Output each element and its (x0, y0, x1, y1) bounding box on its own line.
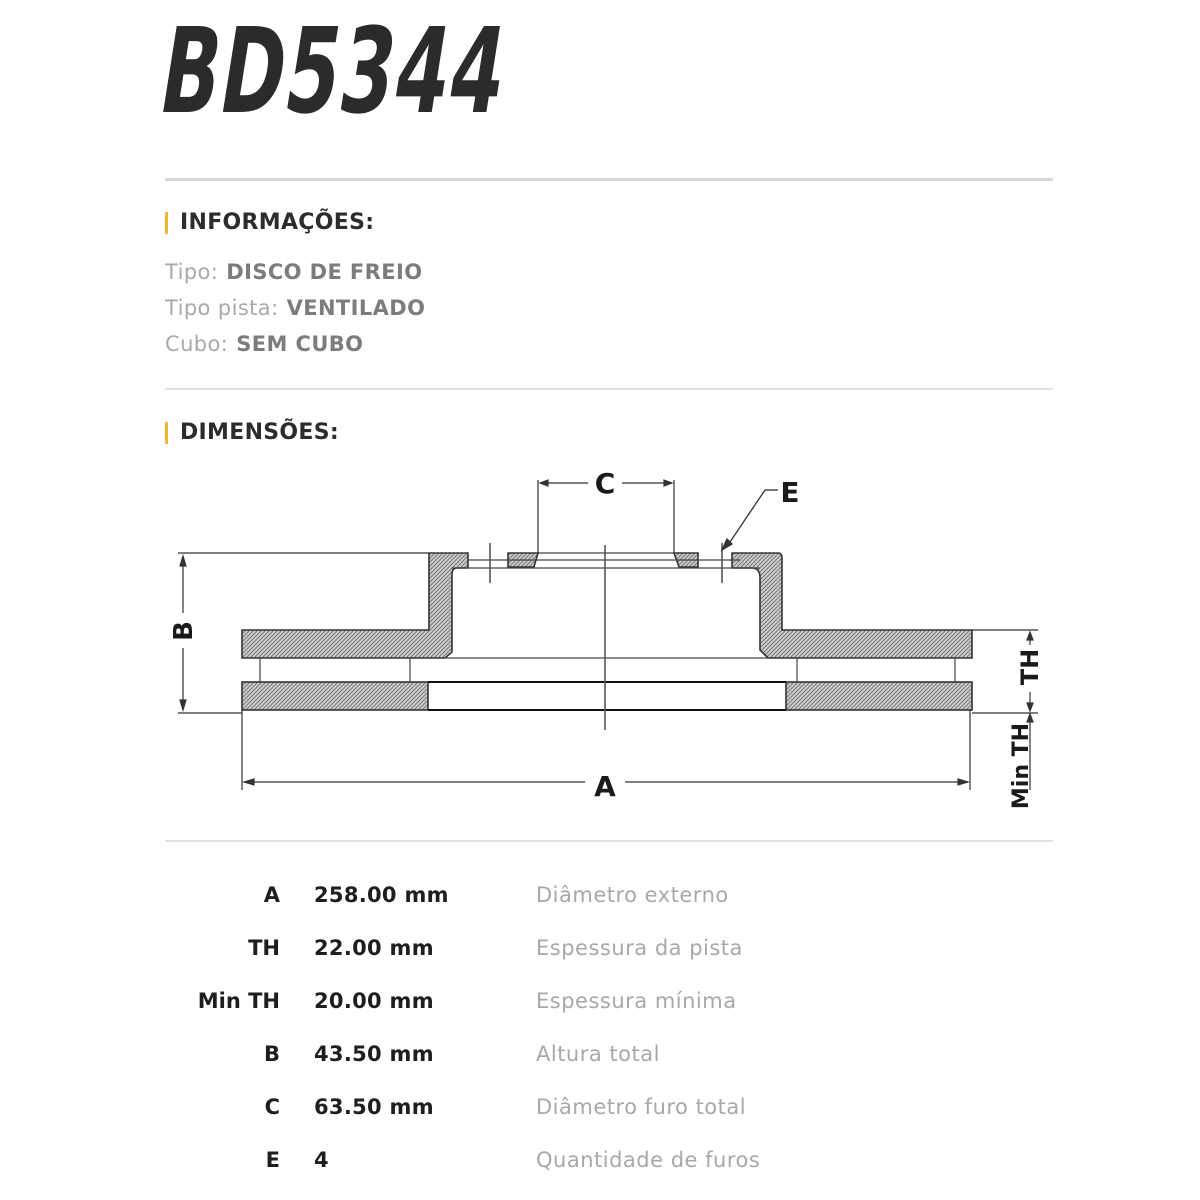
dimension-value: 63.50 mm (314, 1095, 434, 1119)
section-heading-dimensoes: DIMENSÕES: (165, 420, 339, 445)
divider-top (165, 178, 1053, 181)
label-a: A (594, 770, 616, 803)
info-row-tipo: Tipo: DISCO DE FREIO (165, 260, 422, 284)
dimension-value: 20.00 mm (314, 989, 434, 1013)
info-label: Tipo: (165, 260, 219, 284)
dimension-description: Espessura mínima (536, 989, 737, 1013)
dimension-key: A (263, 883, 280, 907)
info-label: Tipo pista: (165, 296, 279, 320)
dimension-key: C (264, 1095, 280, 1119)
dimension-value: 258.00 mm (314, 883, 449, 907)
heading-text: DIMENSÕES: (180, 420, 339, 445)
label-b: B (169, 621, 199, 641)
info-value: SEM CUBO (236, 332, 364, 356)
accent-bar-icon (165, 211, 168, 234)
accent-bar-icon (165, 421, 168, 444)
section-heading-informacoes: INFORMAÇÕES: (165, 210, 374, 235)
label-e: E (780, 476, 799, 509)
dimension-description: Espessura da pista (536, 936, 743, 960)
dimension-key: TH (248, 936, 280, 960)
label-th: TH (1016, 649, 1044, 685)
divider-bottom (165, 840, 1053, 842)
dimension-value: 4 (314, 1148, 329, 1172)
info-label: Cubo: (165, 332, 229, 356)
label-c: C (595, 467, 616, 500)
heading-text: INFORMAÇÕES: (180, 210, 375, 235)
label-min-th: Min TH (1009, 723, 1034, 809)
brake-disc-cross-section-drawing: B A C E TH Min TH (169, 467, 1044, 809)
dimension-description: Diâmetro externo (536, 883, 729, 907)
divider-middle (165, 388, 1053, 390)
dimension-key: Min TH (197, 989, 280, 1013)
info-row-cubo: Cubo: SEM CUBO (165, 332, 363, 356)
info-value: DISCO DE FREIO (226, 260, 423, 284)
dimension-description: Diâmetro furo total (536, 1095, 747, 1119)
dimension-key: E (265, 1148, 280, 1172)
info-row-tipo-pista: Tipo pista: VENTILADO (165, 296, 425, 320)
dimension-description: Quantidade de furos (536, 1148, 761, 1172)
info-value: VENTILADO (286, 296, 426, 320)
dimension-value: 43.50 mm (314, 1042, 434, 1066)
dimension-key: B (263, 1042, 280, 1066)
dimension-description: Altura total (536, 1042, 660, 1066)
dimension-value: 22.00 mm (314, 936, 434, 960)
